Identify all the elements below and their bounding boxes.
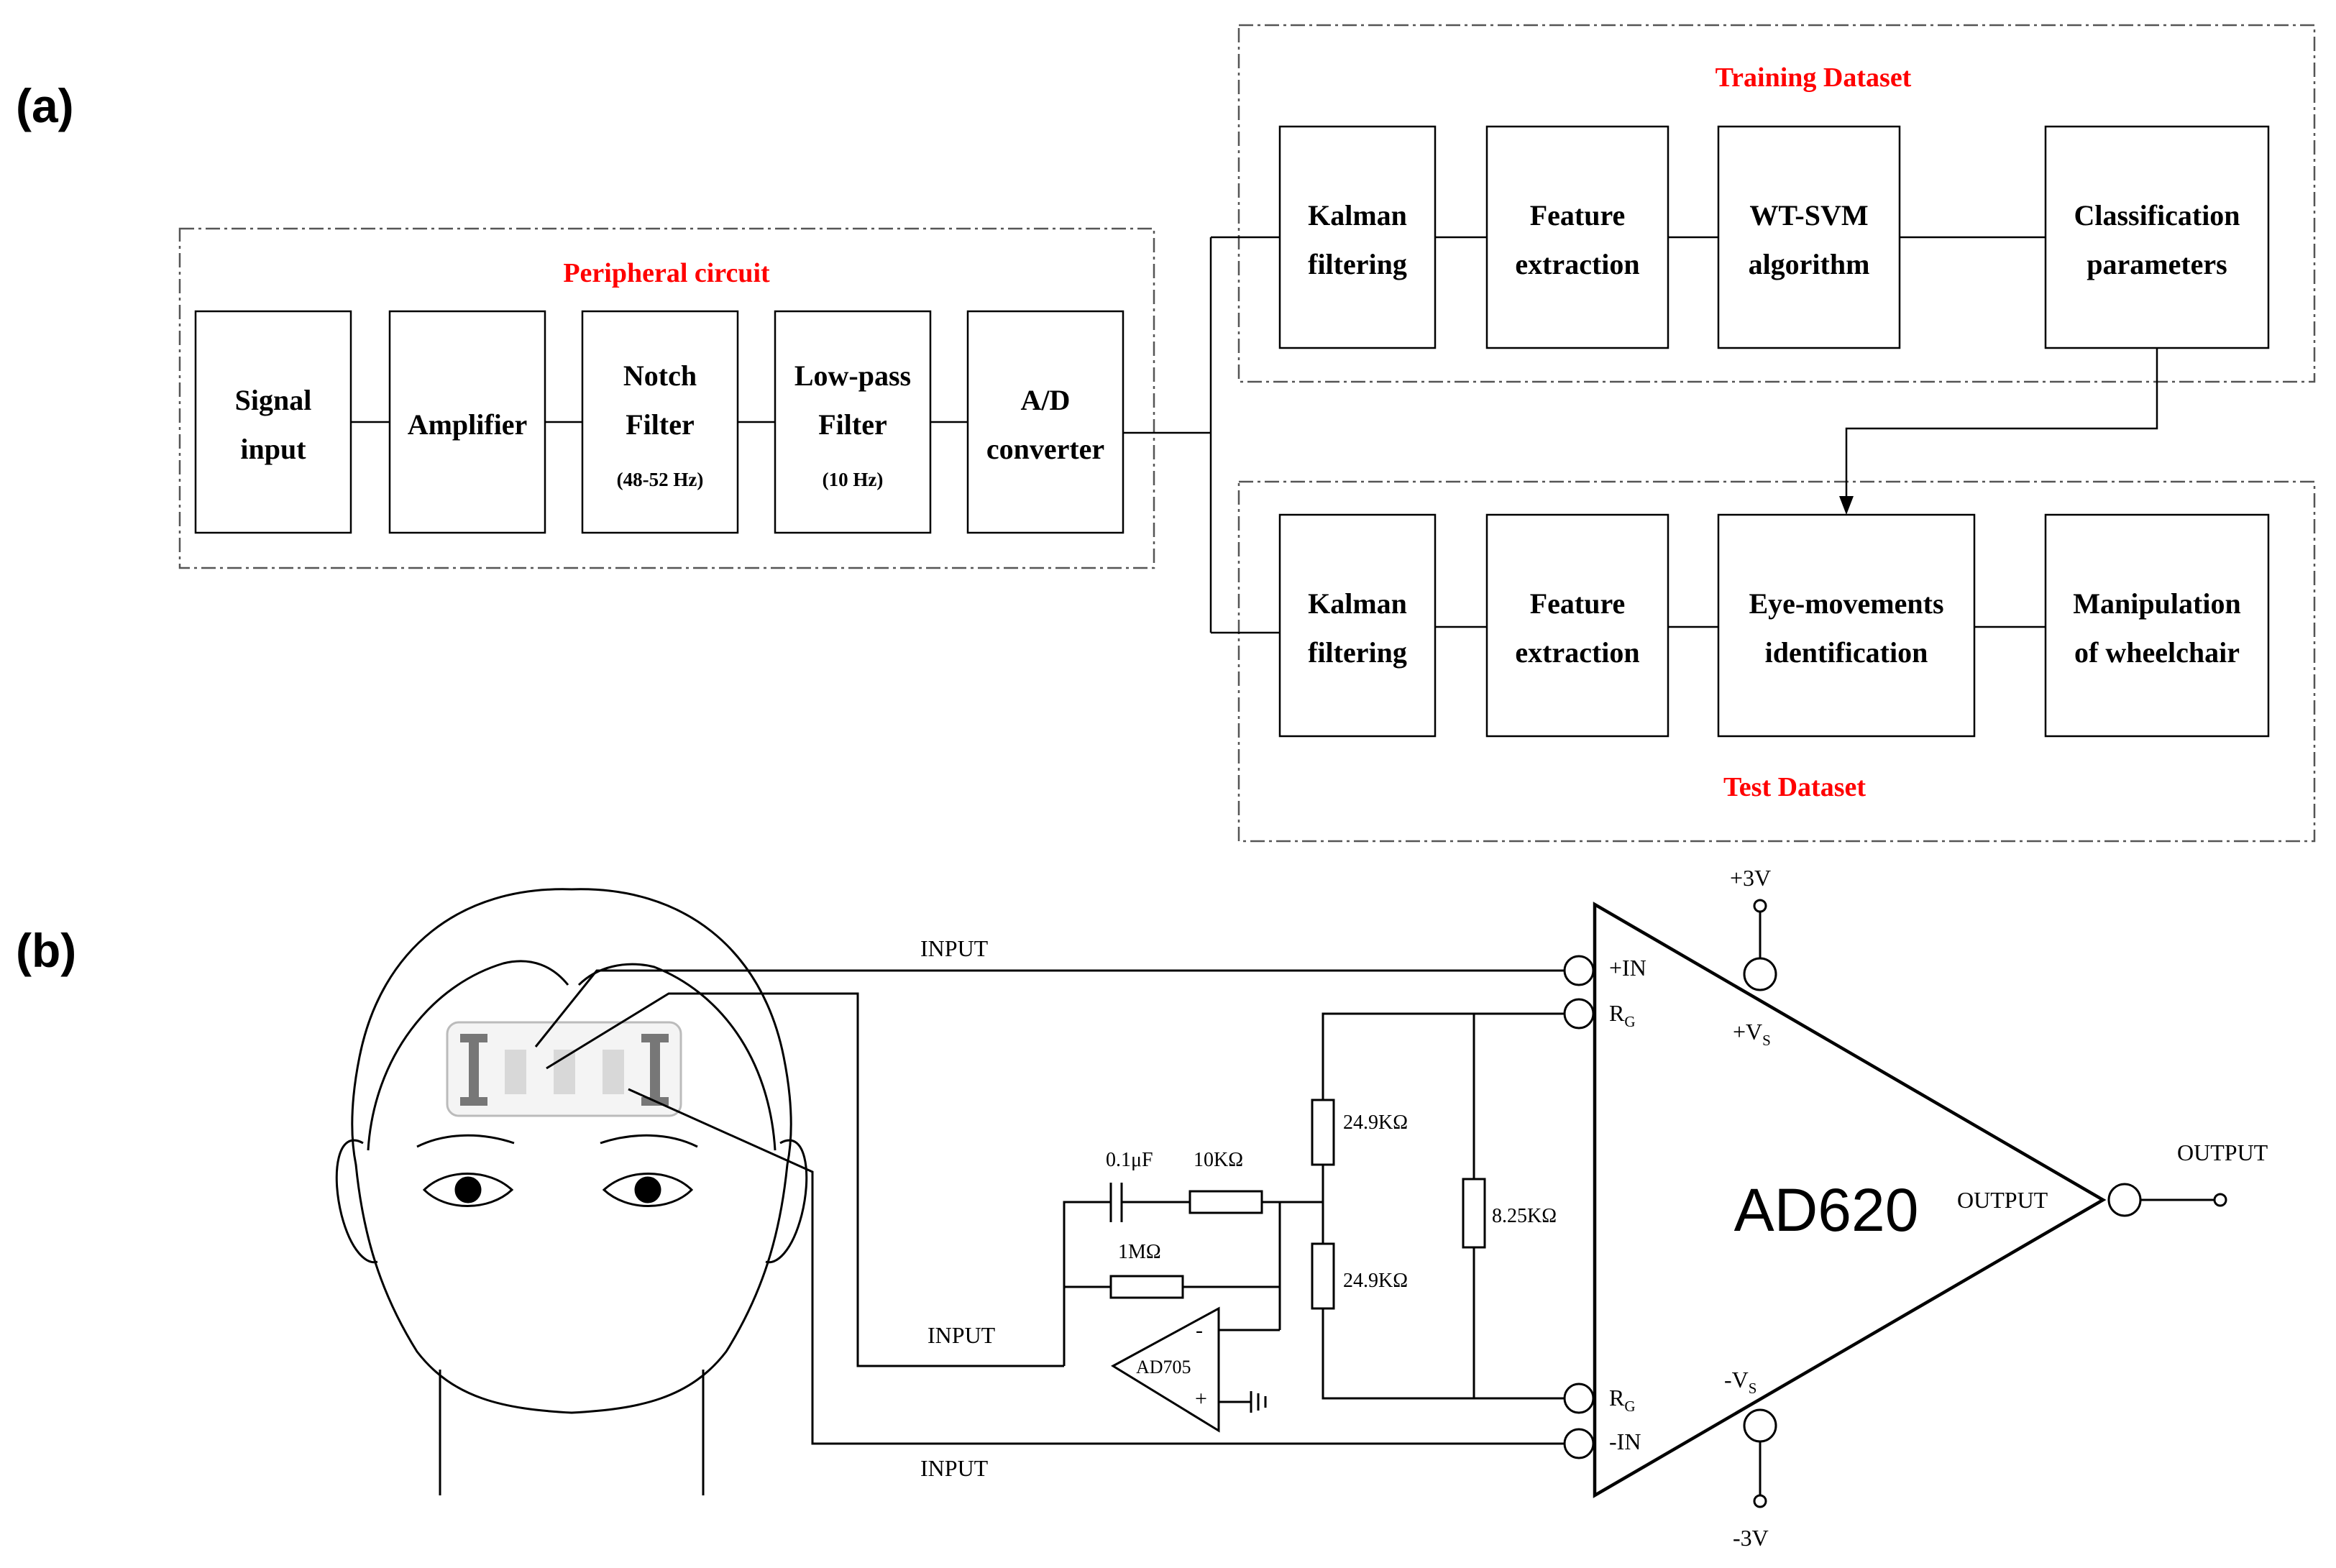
pin-label-output: OUTPUT [1957, 1187, 2048, 1213]
ad620-pins [1563, 955, 2142, 1459]
feedback-network [1063, 1183, 1323, 1366]
svg-text:input: input [240, 433, 306, 465]
ad705-opamp [1111, 1202, 1281, 1433]
output-terminal-label: OUTPUT [2177, 1140, 2268, 1165]
svg-text:identification: identification [1765, 636, 1928, 669]
block-train-kalman: Kalman filtering [1278, 125, 1437, 349]
svg-text:Notch: Notch [623, 359, 697, 392]
ad705-label: AD705 [1136, 1357, 1191, 1377]
block-test-eye-movements: Eye-movements identification [1717, 513, 1976, 738]
resistor-10k-label: 10KΩ [1194, 1149, 1243, 1171]
svg-text:extraction: extraction [1515, 248, 1639, 280]
svg-text:extraction: extraction [1515, 636, 1639, 669]
pin-label-minus-in: -IN [1609, 1429, 1641, 1454]
input-label-bottom: INPUT [920, 1455, 989, 1481]
electrode-3 [603, 1050, 624, 1094]
block-test-wheelchair: Manipulation of wheelchair [2044, 513, 2270, 738]
electrode-patch [446, 1021, 682, 1117]
test-dataset-title: Test Dataset [1723, 772, 1866, 802]
electrode-right [650, 1034, 660, 1106]
svg-text:Low-pass: Low-pass [794, 359, 911, 392]
block-test-feature: Feature extraction [1485, 513, 1669, 738]
pin-label-plus-in: +IN [1609, 955, 1646, 981]
svg-text:filtering: filtering [1308, 248, 1407, 280]
svg-text:Filter: Filter [818, 408, 887, 441]
electrode-1 [505, 1050, 526, 1094]
supply-leads [1753, 899, 2227, 1508]
pin-plus-in [1563, 955, 1595, 986]
svg-text:algorithm: algorithm [1749, 248, 1870, 280]
pin-vs-plus [1743, 957, 1777, 991]
test-dataset-frame [1237, 480, 2316, 843]
svg-text:WT-SVM: WT-SVM [1749, 199, 1868, 231]
svg-text:Eye-movements: Eye-movements [1749, 587, 1943, 620]
svg-text:Classification: Classification [2074, 199, 2240, 231]
pin-label-vs-plus: +VS [1733, 1019, 1771, 1049]
svg-text:Feature: Feature [1530, 199, 1626, 231]
pin-label-rg-bottom: RG [1609, 1385, 1636, 1415]
panel-label-b: (b) [16, 924, 76, 977]
svg-text:Kalman: Kalman [1308, 199, 1407, 231]
input-label-top: INPUT [920, 935, 989, 961]
svg-text:filtering: filtering [1308, 636, 1407, 669]
svg-text:Feature: Feature [1530, 587, 1626, 620]
svg-text:parameters: parameters [2087, 248, 2227, 280]
training-dataset-frame [1237, 24, 2316, 383]
svg-text:Kalman: Kalman [1308, 587, 1407, 620]
block-ad-converter: A/D converter [966, 310, 1125, 534]
resistor-249k-bottom-label: 24.9KΩ [1343, 1270, 1408, 1292]
svg-text:Manipulation: Manipulation [2073, 587, 2240, 620]
svg-text:converter: converter [986, 433, 1104, 465]
ad620-label: AD620 [1734, 1176, 1919, 1244]
svg-text:(48-52 Hz): (48-52 Hz) [617, 469, 704, 490]
panel-label-a: (a) [16, 79, 74, 132]
block-train-feature: Feature extraction [1485, 125, 1669, 349]
ad620-chip [1593, 902, 2107, 1498]
input-wires [534, 969, 1564, 1445]
pin-minus-in [1563, 1428, 1595, 1459]
resistor-825k-label: 8.25KΩ [1492, 1205, 1557, 1227]
resistor-249k-top-label: 24.9KΩ [1343, 1111, 1408, 1134]
pin-label-rg-top: RG [1609, 1000, 1636, 1030]
block-train-classification: Classification parameters [2044, 125, 2270, 349]
svg-text:Signal: Signal [235, 384, 312, 416]
pin-rg-top [1563, 998, 1595, 1030]
head-illustration [335, 888, 808, 1495]
gain-resistor-network [1311, 1012, 1564, 1400]
peripheral-circuit-frame [178, 227, 1155, 569]
pin-label-vs-minus: -VS [1724, 1367, 1756, 1397]
svg-text:A/D: A/D [1021, 384, 1071, 416]
block-notch-filter: Notch Filter (48-52 Hz) [581, 310, 739, 534]
supply-plus-label: +3V [1730, 865, 1771, 891]
training-dataset-title: Training Dataset [1716, 63, 1912, 93]
block-test-kalman: Kalman filtering [1278, 513, 1437, 738]
block-signal-input: Signal input [194, 310, 352, 534]
svg-text:of wheelchair: of wheelchair [2074, 636, 2240, 669]
peripheral-circuit-title: Peripheral circuit [563, 258, 770, 288]
electrode-left [469, 1034, 479, 1106]
ad705-inverting-pin: - [1196, 1319, 1203, 1342]
block-amplifier: Amplifier [388, 310, 546, 534]
pin-vs-minus [1743, 1408, 1777, 1443]
ad705-noninverting-pin: + [1195, 1387, 1207, 1411]
panel-a-diagram: Peripheral circuit Training Dataset Test… [178, 24, 2316, 843]
pin-output [2107, 1183, 2142, 1217]
block-train-wtsvm: WT-SVM algorithm [1717, 125, 1901, 349]
resistor-1m-label: 1MΩ [1118, 1241, 1161, 1263]
svg-text:Filter: Filter [626, 408, 695, 441]
block-lowpass-filter: Low-pass Filter (10 Hz) [774, 310, 932, 534]
svg-text:(10 Hz): (10 Hz) [823, 469, 884, 490]
pin-rg-bottom [1563, 1383, 1595, 1414]
supply-minus-label: -3V [1733, 1525, 1769, 1551]
input-label-middle: INPUT [927, 1322, 996, 1348]
svg-text:Amplifier: Amplifier [408, 408, 528, 441]
capacitor-label: 0.1μF [1106, 1149, 1153, 1171]
